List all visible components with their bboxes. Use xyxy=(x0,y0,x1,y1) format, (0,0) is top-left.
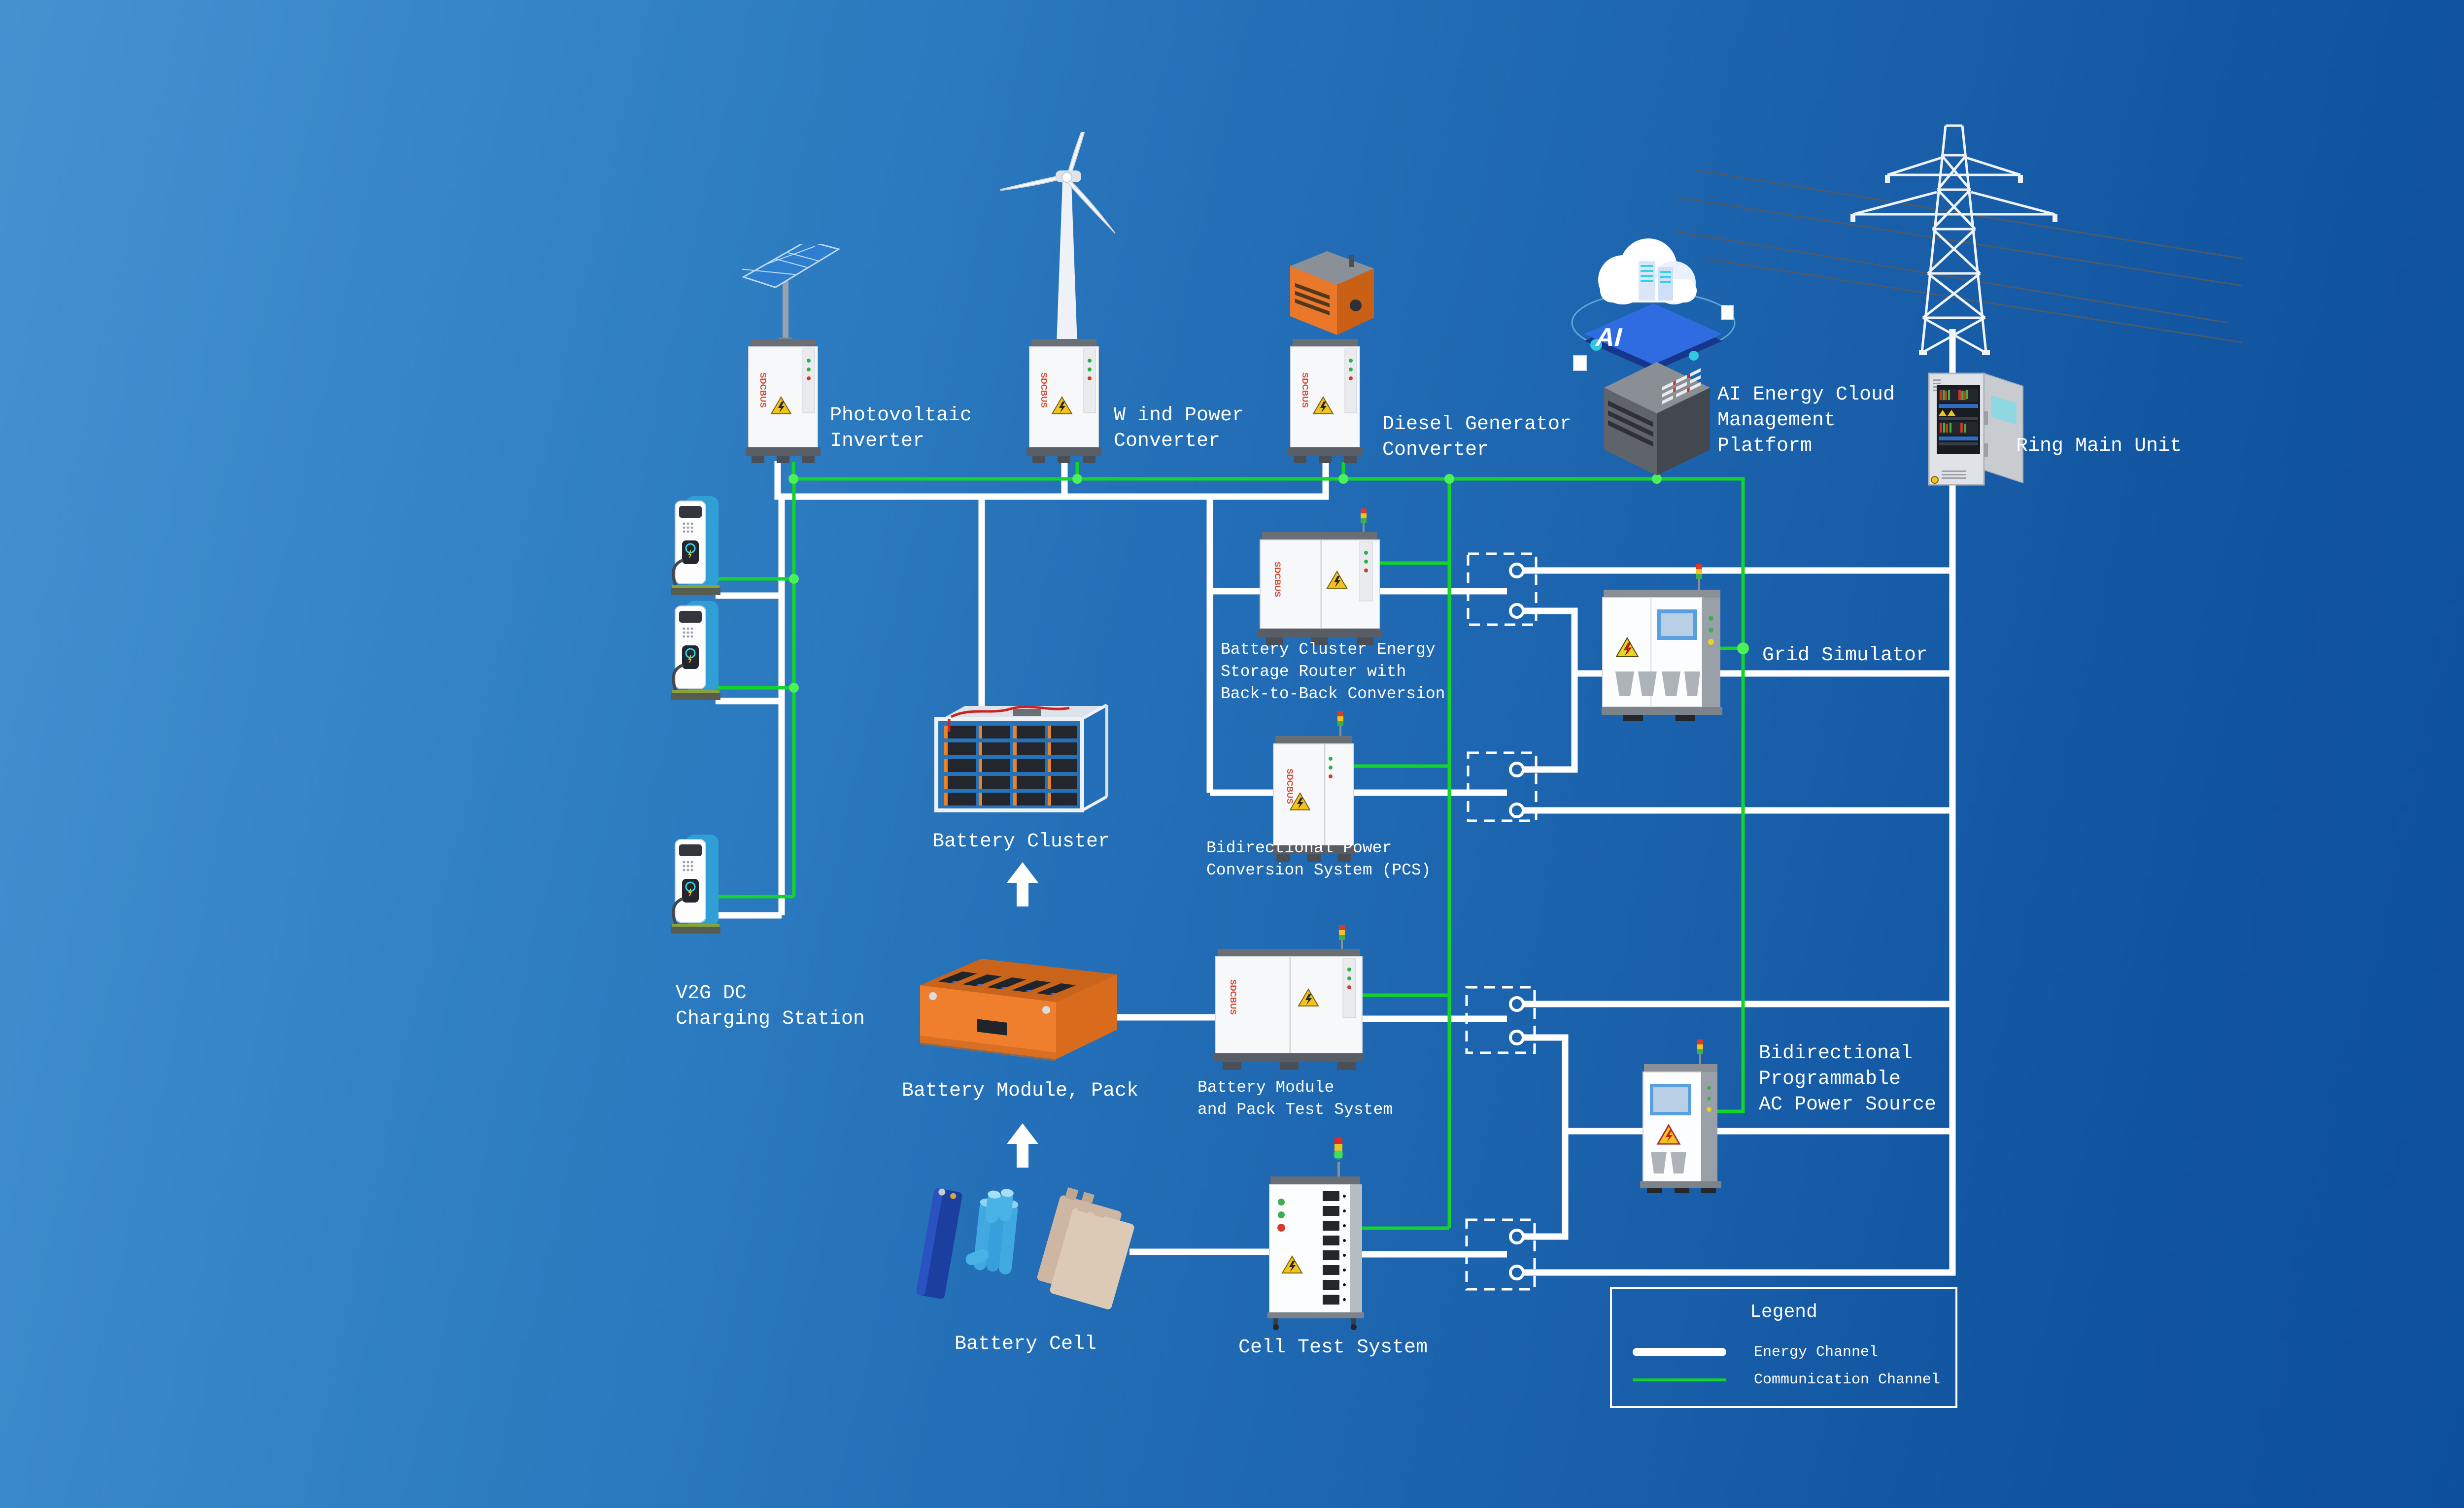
brand-logo: SDCBUS xyxy=(758,372,768,408)
stack-light-icon xyxy=(1334,1137,1343,1176)
energy-storage-router-icon: SDCBUS xyxy=(1258,507,1381,653)
stack-light-icon xyxy=(1696,564,1702,590)
breaker-contact xyxy=(1509,996,1525,1012)
breaker-boxes xyxy=(1465,552,1538,1291)
breaker-contact xyxy=(1509,1229,1525,1244)
grid-simulator-icon xyxy=(1602,564,1722,724)
ai-cloud-platform-icon: AI xyxy=(1565,232,1742,387)
cell-test-system-icon xyxy=(1267,1133,1366,1333)
ring-main-unit-icon xyxy=(1922,365,2030,495)
battery-cluster-icon xyxy=(931,697,1109,825)
communication-channel-swatch xyxy=(1633,1378,1726,1381)
energy-channel-swatch xyxy=(1633,1348,1726,1356)
ai-server-icon xyxy=(1604,343,1710,478)
breaker-contact xyxy=(1509,1265,1525,1280)
pack-test-system-icon: SDCBUS xyxy=(1214,925,1364,1078)
wind-power-converter-icon: SDCBUS xyxy=(1027,338,1101,469)
ev-charger-icon xyxy=(671,495,720,603)
solar-panel-icon xyxy=(729,240,848,350)
ev-charger-icon xyxy=(671,600,720,708)
legend-label-energy: Energy Channel xyxy=(1754,1344,1879,1361)
communication-junction-dots xyxy=(788,474,1749,693)
legend-label-communication: Communication Channel xyxy=(1754,1372,1941,1388)
label-grid-simulator: Grid Simulator xyxy=(1762,644,1928,667)
breaker-box-3 xyxy=(1465,986,1536,1054)
cylindrical-cell-icon xyxy=(965,1189,1019,1274)
ev-charger-icon xyxy=(671,834,720,942)
diesel-generator-converter-icon: SDCBUS xyxy=(1288,338,1363,469)
photovoltaic-inverter-icon: SDCBUS xyxy=(746,338,821,469)
breaker-contact xyxy=(1509,603,1525,619)
pouch-cell-icon xyxy=(1037,1187,1134,1309)
stack-light-icon xyxy=(1361,508,1367,532)
brand-logo: SDCBUS xyxy=(1273,562,1282,597)
breaker-contact xyxy=(1509,1030,1525,1045)
battery-pack-icon xyxy=(903,951,1120,1074)
up-arrow-icon xyxy=(1007,862,1038,909)
diesel-generator-icon xyxy=(1275,246,1379,345)
brand-logo: SDCBUS xyxy=(1285,769,1295,804)
up-arrow-icon xyxy=(1007,1123,1038,1170)
ac-power-source-icon xyxy=(1640,1039,1721,1196)
energy-channel-lines xyxy=(716,329,1956,1276)
brand-logo: SDCBUS xyxy=(1229,979,1238,1015)
stack-light-icon xyxy=(1337,711,1343,736)
cloud-icon xyxy=(1598,238,1697,304)
prismatic-cell-icon xyxy=(916,1188,962,1299)
breaker-contact xyxy=(1509,762,1525,777)
legend-row-energy: Energy Channel xyxy=(1632,1344,1878,1361)
label-cell-test-system: Cell Test System xyxy=(1238,1337,1428,1359)
stack-light-icon xyxy=(1697,1039,1703,1064)
pcs-icon: SDCBUS xyxy=(1270,709,1357,867)
wind-turbine-icon xyxy=(994,107,1133,351)
breaker-box-2 xyxy=(1467,751,1538,822)
brand-logo: SDCBUS xyxy=(1039,372,1049,408)
breaker-box-4 xyxy=(1465,1218,1536,1291)
breaker-contact xyxy=(1509,803,1525,818)
battery-cell-icons xyxy=(914,1180,1141,1315)
stack-light-icon xyxy=(1339,925,1345,949)
brand-logo: SDCBUS xyxy=(1300,372,1310,408)
label-battery-cluster: Battery Cluster xyxy=(932,831,1110,853)
label-battery-cell: Battery Cell xyxy=(955,1333,1097,1355)
legend-title: Legend xyxy=(1750,1302,1817,1323)
label-ring-main-unit: Ring Main Unit xyxy=(2016,435,2182,457)
breaker-contact xyxy=(1509,563,1525,578)
label-battery-module-pack: Battery Module, Pack xyxy=(902,1080,1139,1102)
legend-row-communication: Communication Channel xyxy=(1632,1372,1940,1388)
legend: Legend Energy Channel Communication Chan… xyxy=(1610,1287,1957,1408)
breaker-box-1 xyxy=(1467,552,1538,626)
transmission-tower-icon xyxy=(1675,111,2243,360)
